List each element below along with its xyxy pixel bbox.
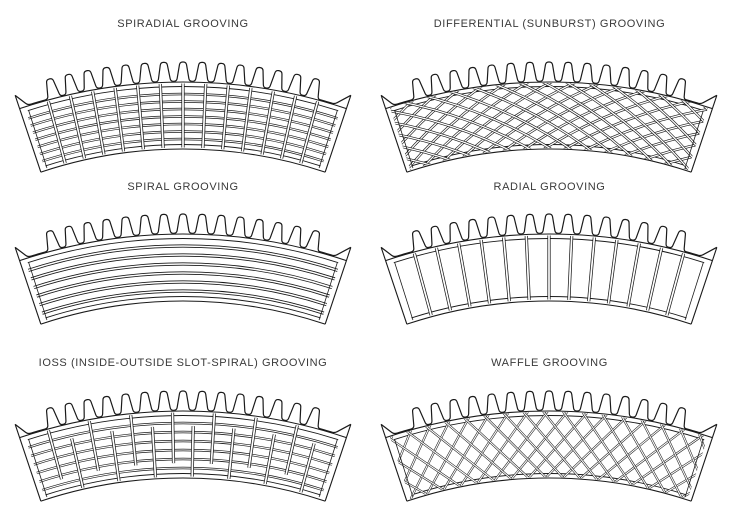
panel-radial: RADIAL GROOVING — [366, 173, 733, 346]
rotor-segment-drawing-radial — [380, 213, 718, 325]
panel-title: WAFFLE GROOVING — [491, 357, 608, 369]
rotor-segment-drawing-waffle — [380, 390, 718, 502]
panel-ioss: IOSS (INSIDE-OUTSIDE SLOT-SPIRAL) GROOVI… — [0, 346, 366, 520]
rotor-segment-drawing-spiral — [14, 213, 352, 325]
panel-title: IOSS (INSIDE-OUTSIDE SLOT-SPIRAL) GROOVI… — [38, 357, 328, 369]
panel-title: RADIAL GROOVING — [493, 181, 606, 193]
panel-differential-sunburst: DIFFERENTIAL (SUNBURST) GROOVING — [366, 0, 733, 173]
panel-title: SPIRAL GROOVING — [127, 181, 239, 193]
rotor-segment-drawing-ioss — [14, 390, 352, 502]
panel-title: SPIRADIAL GROOVING — [117, 18, 249, 30]
panel-spiradial: SPIRADIAL GROOVING — [0, 0, 366, 173]
rotor-segment-drawing-sunburst — [380, 61, 718, 173]
panel-spiral: SPIRAL GROOVING — [0, 173, 366, 346]
rotor-segment-drawing-spiradial — [14, 61, 352, 173]
panel-waffle: WAFFLE GROOVING — [366, 346, 733, 520]
panel-title: DIFFERENTIAL (SUNBURST) GROOVING — [433, 18, 666, 30]
